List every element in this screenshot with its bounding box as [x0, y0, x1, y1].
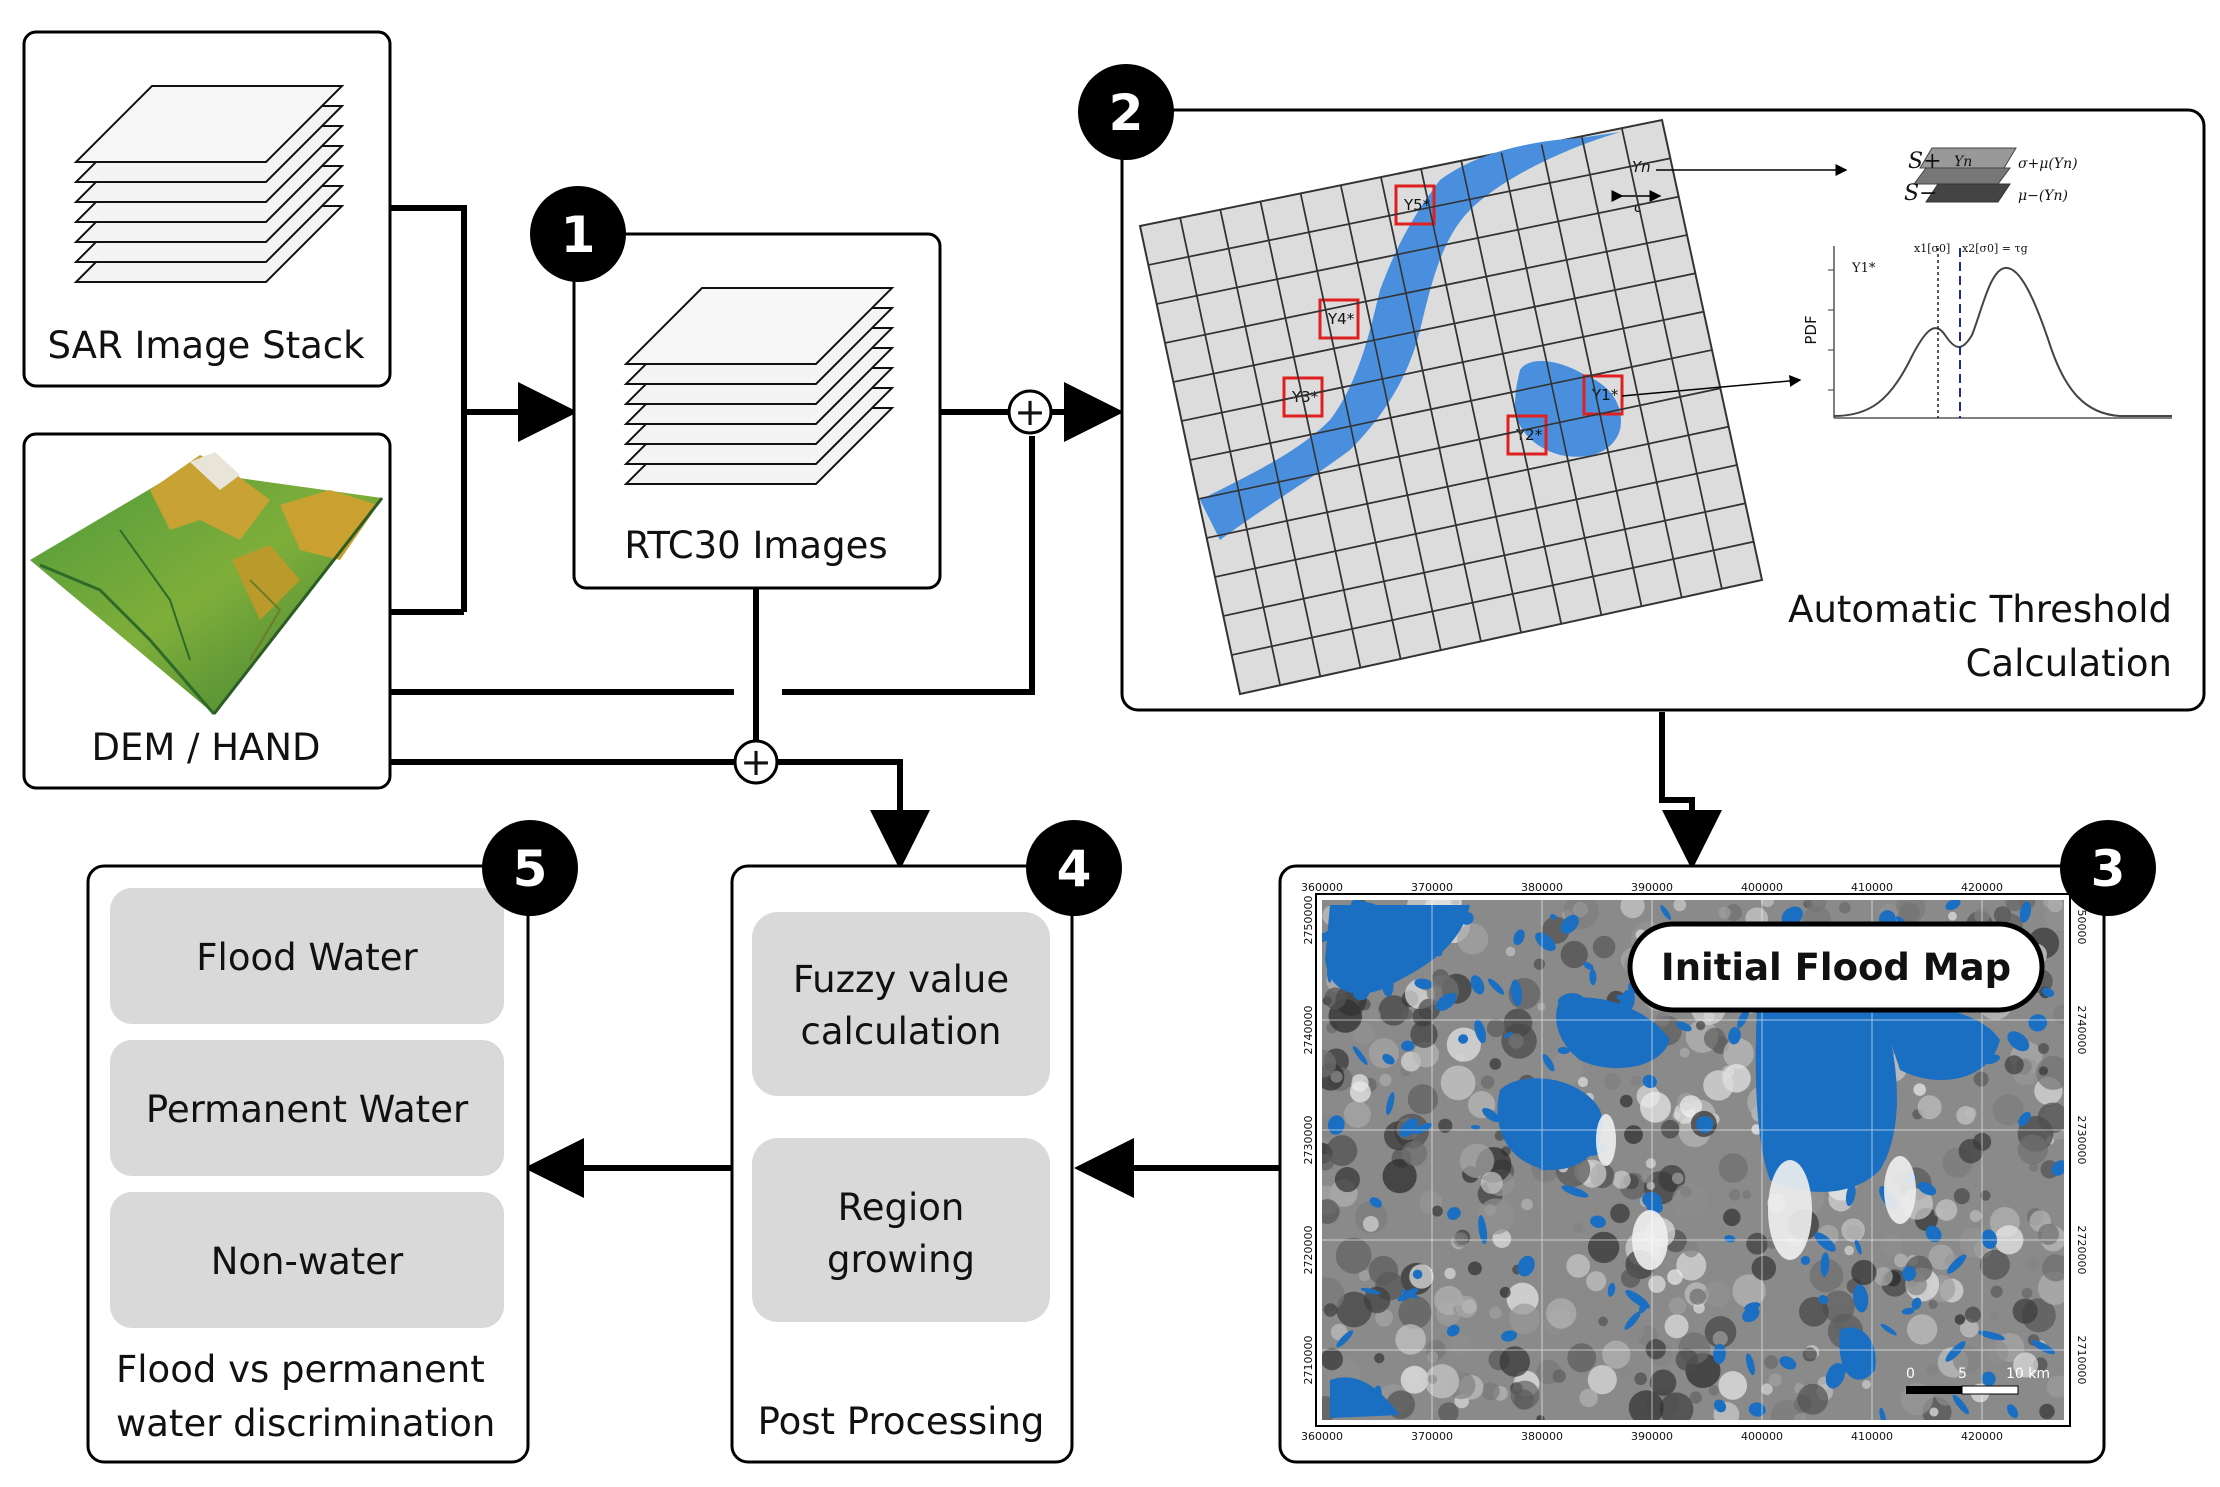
- flood-water-label: Flood Water: [196, 936, 418, 979]
- map-x-tick-bottom: 380000: [1521, 1430, 1563, 1443]
- map-x-tick-top: 420000: [1961, 881, 2003, 894]
- bimodal-pdf-curve: [1833, 266, 2172, 417]
- threshold-box: Y5* Y4* Y3* Y2* Y1* Yn c S+ S− Yn σ+μ(Yn…: [1078, 64, 2206, 712]
- map-y-tick-left: 2720000: [1302, 1226, 1315, 1275]
- scale-label-0: 0: [1906, 1366, 1915, 1382]
- dem-hand-box: DEM / HAND: [22, 432, 392, 790]
- plus-symbol: +: [740, 740, 772, 784]
- tile-y4-label: Y4*: [1327, 310, 1355, 328]
- sigma-label: σ+μ(Yn): [2018, 156, 2078, 172]
- post-processing-box: Fuzzy value calculation Region growing P…: [730, 820, 1122, 1464]
- map-y-tick-right: 2730000: [2075, 1116, 2088, 1165]
- connectors: [390, 205, 1722, 1198]
- discrim-label-line1: Flood vs permanent: [116, 1348, 485, 1391]
- map-x-tick-bottom: 360000: [1301, 1430, 1343, 1443]
- lake-shape: [1515, 360, 1621, 457]
- map-x-tick-top: 380000: [1521, 881, 1563, 894]
- layer-stack-icon: [623, 287, 895, 485]
- rtc30-images-box: RTC30 Images 1: [530, 186, 942, 590]
- map-x-tick-top: 370000: [1411, 881, 1453, 894]
- merge-plus-upper: +: [1007, 389, 1053, 435]
- mu-label: μ−(Yn): [2018, 188, 2068, 204]
- tile-y3-label: Y3*: [1291, 388, 1319, 406]
- badge-number: 1: [561, 206, 596, 264]
- step-badge-1: 1: [530, 186, 626, 282]
- pdf-axis-label: PDF: [1802, 315, 1820, 344]
- rtc-label: RTC30 Images: [624, 524, 887, 567]
- non-water-panel: [110, 1192, 504, 1328]
- x2-threshold-label: x2[σ0] = τg: [1962, 242, 2028, 255]
- map-y-tick-right: 2740000: [2075, 1006, 2088, 1055]
- threshold-label-line2: Calculation: [1966, 642, 2172, 685]
- map-x-tick-bottom: 420000: [1961, 1430, 2003, 1443]
- map-x-tick-top: 360000: [1301, 881, 1343, 894]
- map-y-tick-left: 2730000: [1302, 1116, 1315, 1165]
- map-x-tick-bottom: 410000: [1851, 1430, 1893, 1443]
- step-badge-5: 5: [482, 820, 578, 916]
- scale-label-10km: 10 km: [2006, 1366, 2050, 1382]
- tile-grid: Y5* Y4* Y3* Y2* Y1* Yn c: [1138, 118, 1848, 696]
- flood-map-title: Initial Flood Map: [1661, 946, 2011, 989]
- merge-plus-lower: +: [733, 739, 779, 785]
- step-badge-4: 4: [1026, 820, 1122, 916]
- s-minus-label: S−: [1904, 181, 1938, 206]
- map-y-tick-left: 2710000: [1302, 1336, 1315, 1385]
- map-x-tick-bottom: 390000: [1631, 1430, 1673, 1443]
- s-plus-label: S+: [1908, 149, 1942, 174]
- map-y-tick-left: 2740000: [1302, 1006, 1315, 1055]
- post-processing-label: Post Processing: [758, 1400, 1045, 1443]
- flood-water-panel: [110, 888, 504, 1024]
- x1-threshold-label: x1[σ0]: [1914, 242, 1950, 255]
- inset-yn-label: Yn: [1954, 154, 1972, 170]
- non-water-label: Non-water: [211, 1240, 404, 1283]
- sar-label: SAR Image Stack: [47, 324, 365, 367]
- fuzzy-label-line2: calculation: [801, 1010, 1002, 1053]
- map-y-tick-left: 2750000: [1302, 896, 1315, 945]
- tile-yn-label: Yn: [1632, 158, 1651, 176]
- badge-number: 4: [1057, 840, 1092, 898]
- initial-flood-map-box: 0 5 10 km 360000 360000 370000 370000 380000…: [1278, 820, 2156, 1464]
- map-x-tick-top: 390000: [1631, 881, 1673, 894]
- terrain-3d-icon: [30, 452, 384, 715]
- class-layer-inset: S+ S− Yn σ+μ(Yn) μ−(Yn): [1904, 147, 2078, 206]
- river-shape: [1200, 132, 1620, 540]
- map-x-tick-bottom: 400000: [1741, 1430, 1783, 1443]
- scale-bar: 0 5 10 km: [1906, 1366, 2050, 1395]
- badge-number: 3: [2091, 840, 2126, 898]
- pdf-histogram-inset: PDF Y1* x1[σ0] x2[σ0] = τg: [1802, 242, 2172, 419]
- step-badge-2: 2: [1078, 64, 1174, 160]
- tile-y1-label: Y1*: [1591, 386, 1619, 404]
- sar-image-stack-box: SAR Image Stack: [22, 30, 392, 388]
- map-x-tick-bottom: 370000: [1411, 1430, 1453, 1443]
- badge-number: 5: [513, 840, 548, 898]
- step-badge-3: 3: [2060, 820, 2156, 916]
- map-y-tick-right: 2720000: [2075, 1226, 2088, 1275]
- region-label-line2: growing: [827, 1238, 975, 1281]
- fuzzy-value-panel: [752, 912, 1050, 1096]
- discrimination-box: Flood Water Permanent Water Non-water Fl…: [86, 820, 578, 1464]
- permanent-water-panel: [110, 1040, 504, 1176]
- discrim-label-line2: water discrimination: [116, 1402, 495, 1445]
- dem-label: DEM / HAND: [91, 726, 320, 769]
- threshold-label-line1: Automatic Threshold: [1788, 588, 2172, 631]
- region-growing-panel: [752, 1138, 1050, 1322]
- scale-label-5: 5: [1958, 1366, 1967, 1382]
- permanent-water-label: Permanent Water: [146, 1088, 469, 1131]
- fuzzy-label-line1: Fuzzy value: [793, 958, 1009, 1001]
- map-y-tick-right: 2710000: [2075, 1336, 2088, 1385]
- badge-number: 2: [1109, 84, 1144, 142]
- plus-symbol: +: [1014, 390, 1046, 434]
- map-x-tick-top: 410000: [1851, 881, 1893, 894]
- map-x-tick-top: 400000: [1741, 881, 1783, 894]
- flood-map-title-pill: Initial Flood Map: [1627, 921, 2045, 1013]
- region-label-line1: Region: [838, 1186, 965, 1229]
- pdf-y1-label: Y1*: [1851, 261, 1876, 276]
- layer-stack-icon: [73, 85, 345, 283]
